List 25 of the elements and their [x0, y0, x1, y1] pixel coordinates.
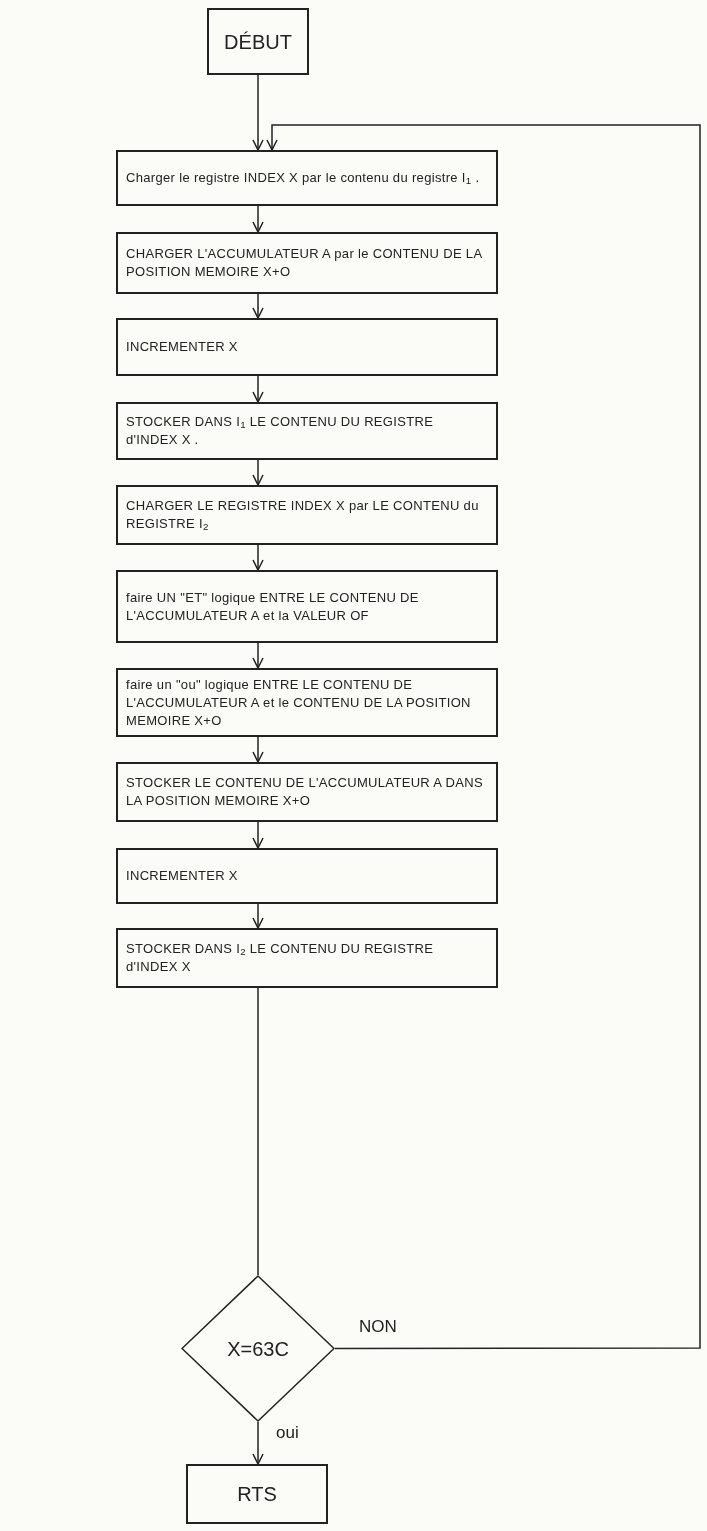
arrow: [252, 903, 264, 929]
process-box: STOCKER LE CONTENU DE L'ACCUMULATEUR A DANS LA POSITION MEMOIRE X+O: [116, 762, 498, 822]
arrow: [252, 205, 264, 233]
terminal-box: RTS: [186, 1464, 328, 1524]
arrow: [252, 375, 264, 403]
process-box: CHARGER L'ACCUMULATEUR A par le CONTENU DE LA POSITION MEMOIRE X+O: [116, 232, 498, 294]
process-box: STOCKER DANS I$_{1}$ LE CONTENU DU REGISTRE d'INDEX X .: [116, 402, 498, 460]
arrow: [252, 544, 264, 571]
process-box: faire un "ou" logique ENTRE LE CONTENU DE L'ACCUMULATEUR A et le CONTENU DE LA POSITION MEMOIRE X+O: [116, 668, 498, 737]
terminal-box: DÉBUT: [207, 8, 309, 75]
arrow: [252, 736, 264, 763]
arrow: [252, 821, 264, 849]
decision-diamond: X=63C: [181, 1275, 335, 1422]
arrow: [252, 642, 264, 669]
arrow: [252, 459, 264, 486]
process-box: faire UN "ET" logique ENTRE LE CONTENU DE L'ACCUMULATEUR A et la VALEUR OF: [116, 570, 498, 643]
process-box: Charger le registre INDEX X par le contenu du registre I$_{1}$ .: [116, 150, 498, 206]
process-box: CHARGER LE REGISTRE INDEX X par LE CONTENU du REGISTRE I$_{2}$: [116, 485, 498, 545]
arrow: [252, 1421, 264, 1465]
arrow: [252, 74, 264, 151]
arrow: [266, 124, 701, 1350]
process-box: INCREMENTER X: [116, 848, 498, 904]
process-box: INCREMENTER X: [116, 318, 498, 376]
process-box: STOCKER DANS I$_{2}$ LE CONTENU DU REGISTRE d'INDEX X: [116, 928, 498, 988]
arrow: [252, 293, 264, 319]
